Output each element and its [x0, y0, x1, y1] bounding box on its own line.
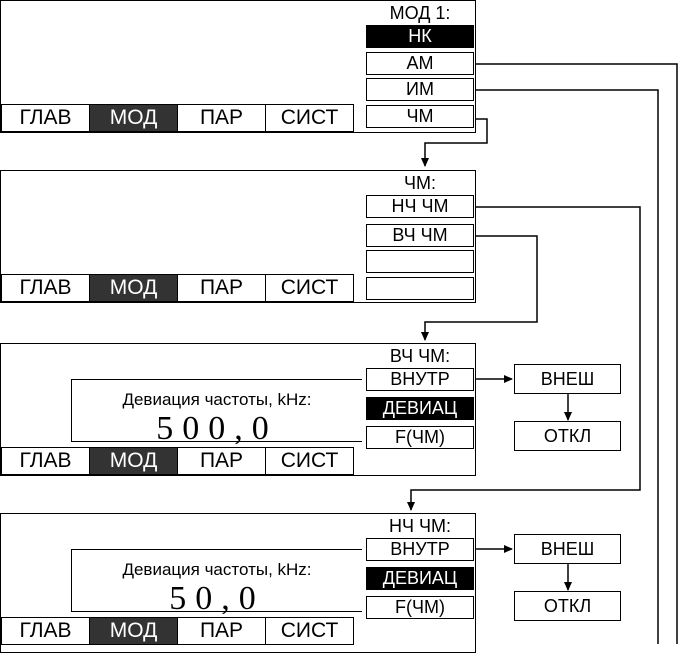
tab-glav[interactable]: ГЛАВ: [1, 617, 90, 645]
screen-mod1: ГЛАВ МОД ПАР СИСТ МОД 1: НК АМ ИМ ЧМ: [0, 0, 476, 133]
option-otkl[interactable]: ОТКЛ: [514, 591, 621, 621]
menu-item-nch-chm[interactable]: НЧ ЧМ: [366, 195, 474, 218]
arrow-chm-to-chm-menu: [421, 118, 488, 167]
menu-item-f-chm[interactable]: F(ЧМ): [366, 596, 474, 619]
tab-sist[interactable]: СИСТ: [265, 274, 354, 302]
screen-chm: ГЛАВ МОД ПАР СИСТ ЧМ: НЧ ЧМ ВЧ ЧМ: [0, 170, 476, 303]
tab-par[interactable]: ПАР: [177, 617, 266, 645]
deviation-display: Девиация частоты, kHz: 50,0: [71, 549, 362, 617]
deviation-label: Девиация частоты, kHz:: [122, 560, 312, 579]
line-im: [474, 89, 659, 644]
menu-item-vnutr[interactable]: ВНУТР: [366, 368, 474, 391]
menu-item-nk[interactable]: НК: [366, 25, 474, 48]
tab-bar: ГЛАВ МОД ПАР СИСТ: [1, 274, 354, 302]
tab-mod[interactable]: МОД: [89, 447, 178, 475]
menu-title: НЧ ЧМ:: [389, 516, 451, 536]
tab-glav[interactable]: ГЛАВ: [1, 447, 90, 475]
menu-title: ЧМ:: [404, 173, 436, 193]
menu-item-empty[interactable]: [366, 250, 474, 273]
tab-par[interactable]: ПАР: [177, 274, 266, 302]
option-otkl[interactable]: ОТКЛ: [514, 421, 621, 451]
menu-title: ВЧ ЧМ:: [389, 346, 451, 366]
deviation-value: 50,0: [169, 580, 265, 617]
tab-sist[interactable]: СИСТ: [265, 617, 354, 645]
menu-item-chm[interactable]: ЧМ: [366, 105, 474, 128]
tab-par[interactable]: ПАР: [177, 104, 266, 132]
option-vnesh[interactable]: ВНЕШ: [514, 364, 621, 394]
deviation-display: Девиация частоты, kHz: 500,0: [71, 379, 362, 447]
arrow-vch-to-vch-screen: [421, 235, 538, 341]
deviation-label: Девиация частоты, kHz:: [122, 390, 312, 409]
tab-bar: ГЛАВ МОД ПАР СИСТ: [1, 447, 354, 475]
arrow-nch-to-nch-screen: [407, 206, 641, 511]
menu-item-vch-chm[interactable]: ВЧ ЧМ: [366, 224, 474, 247]
tab-mod[interactable]: МОД: [89, 617, 178, 645]
menu-item-deviac[interactable]: ДЕВИАЦ: [366, 567, 474, 590]
menu-item-vnutr[interactable]: ВНУТР: [366, 538, 474, 561]
tab-mod[interactable]: МОД: [89, 104, 178, 132]
tab-par[interactable]: ПАР: [177, 447, 266, 475]
menu-item-f-chm[interactable]: F(ЧМ): [366, 426, 474, 449]
tab-sist[interactable]: СИСТ: [265, 447, 354, 475]
menu-item-am[interactable]: АМ: [366, 52, 474, 75]
tab-sist[interactable]: СИСТ: [265, 104, 354, 132]
menu-item-im[interactable]: ИМ: [366, 78, 474, 101]
line-am: [474, 63, 678, 644]
menu-item-empty[interactable]: [366, 277, 474, 300]
option-vnesh[interactable]: ВНЕШ: [514, 534, 621, 564]
tab-glav[interactable]: ГЛАВ: [1, 104, 90, 132]
tab-mod[interactable]: МОД: [89, 274, 178, 302]
deviation-value: 500,0: [156, 410, 278, 447]
menu-title: МОД 1:: [389, 3, 451, 23]
tab-bar: ГЛАВ МОД ПАР СИСТ: [1, 104, 354, 132]
tab-bar: ГЛАВ МОД ПАР СИСТ: [1, 617, 354, 645]
screen-vch-chm: Девиация частоты, kHz: 500,0 ГЛАВ МОД ПА…: [0, 343, 476, 476]
menu-item-deviac[interactable]: ДЕВИАЦ: [366, 397, 474, 420]
tab-glav[interactable]: ГЛАВ: [1, 274, 90, 302]
screen-nch-chm: Девиация частоты, kHz: 50,0 ГЛАВ МОД ПАР…: [0, 513, 476, 653]
